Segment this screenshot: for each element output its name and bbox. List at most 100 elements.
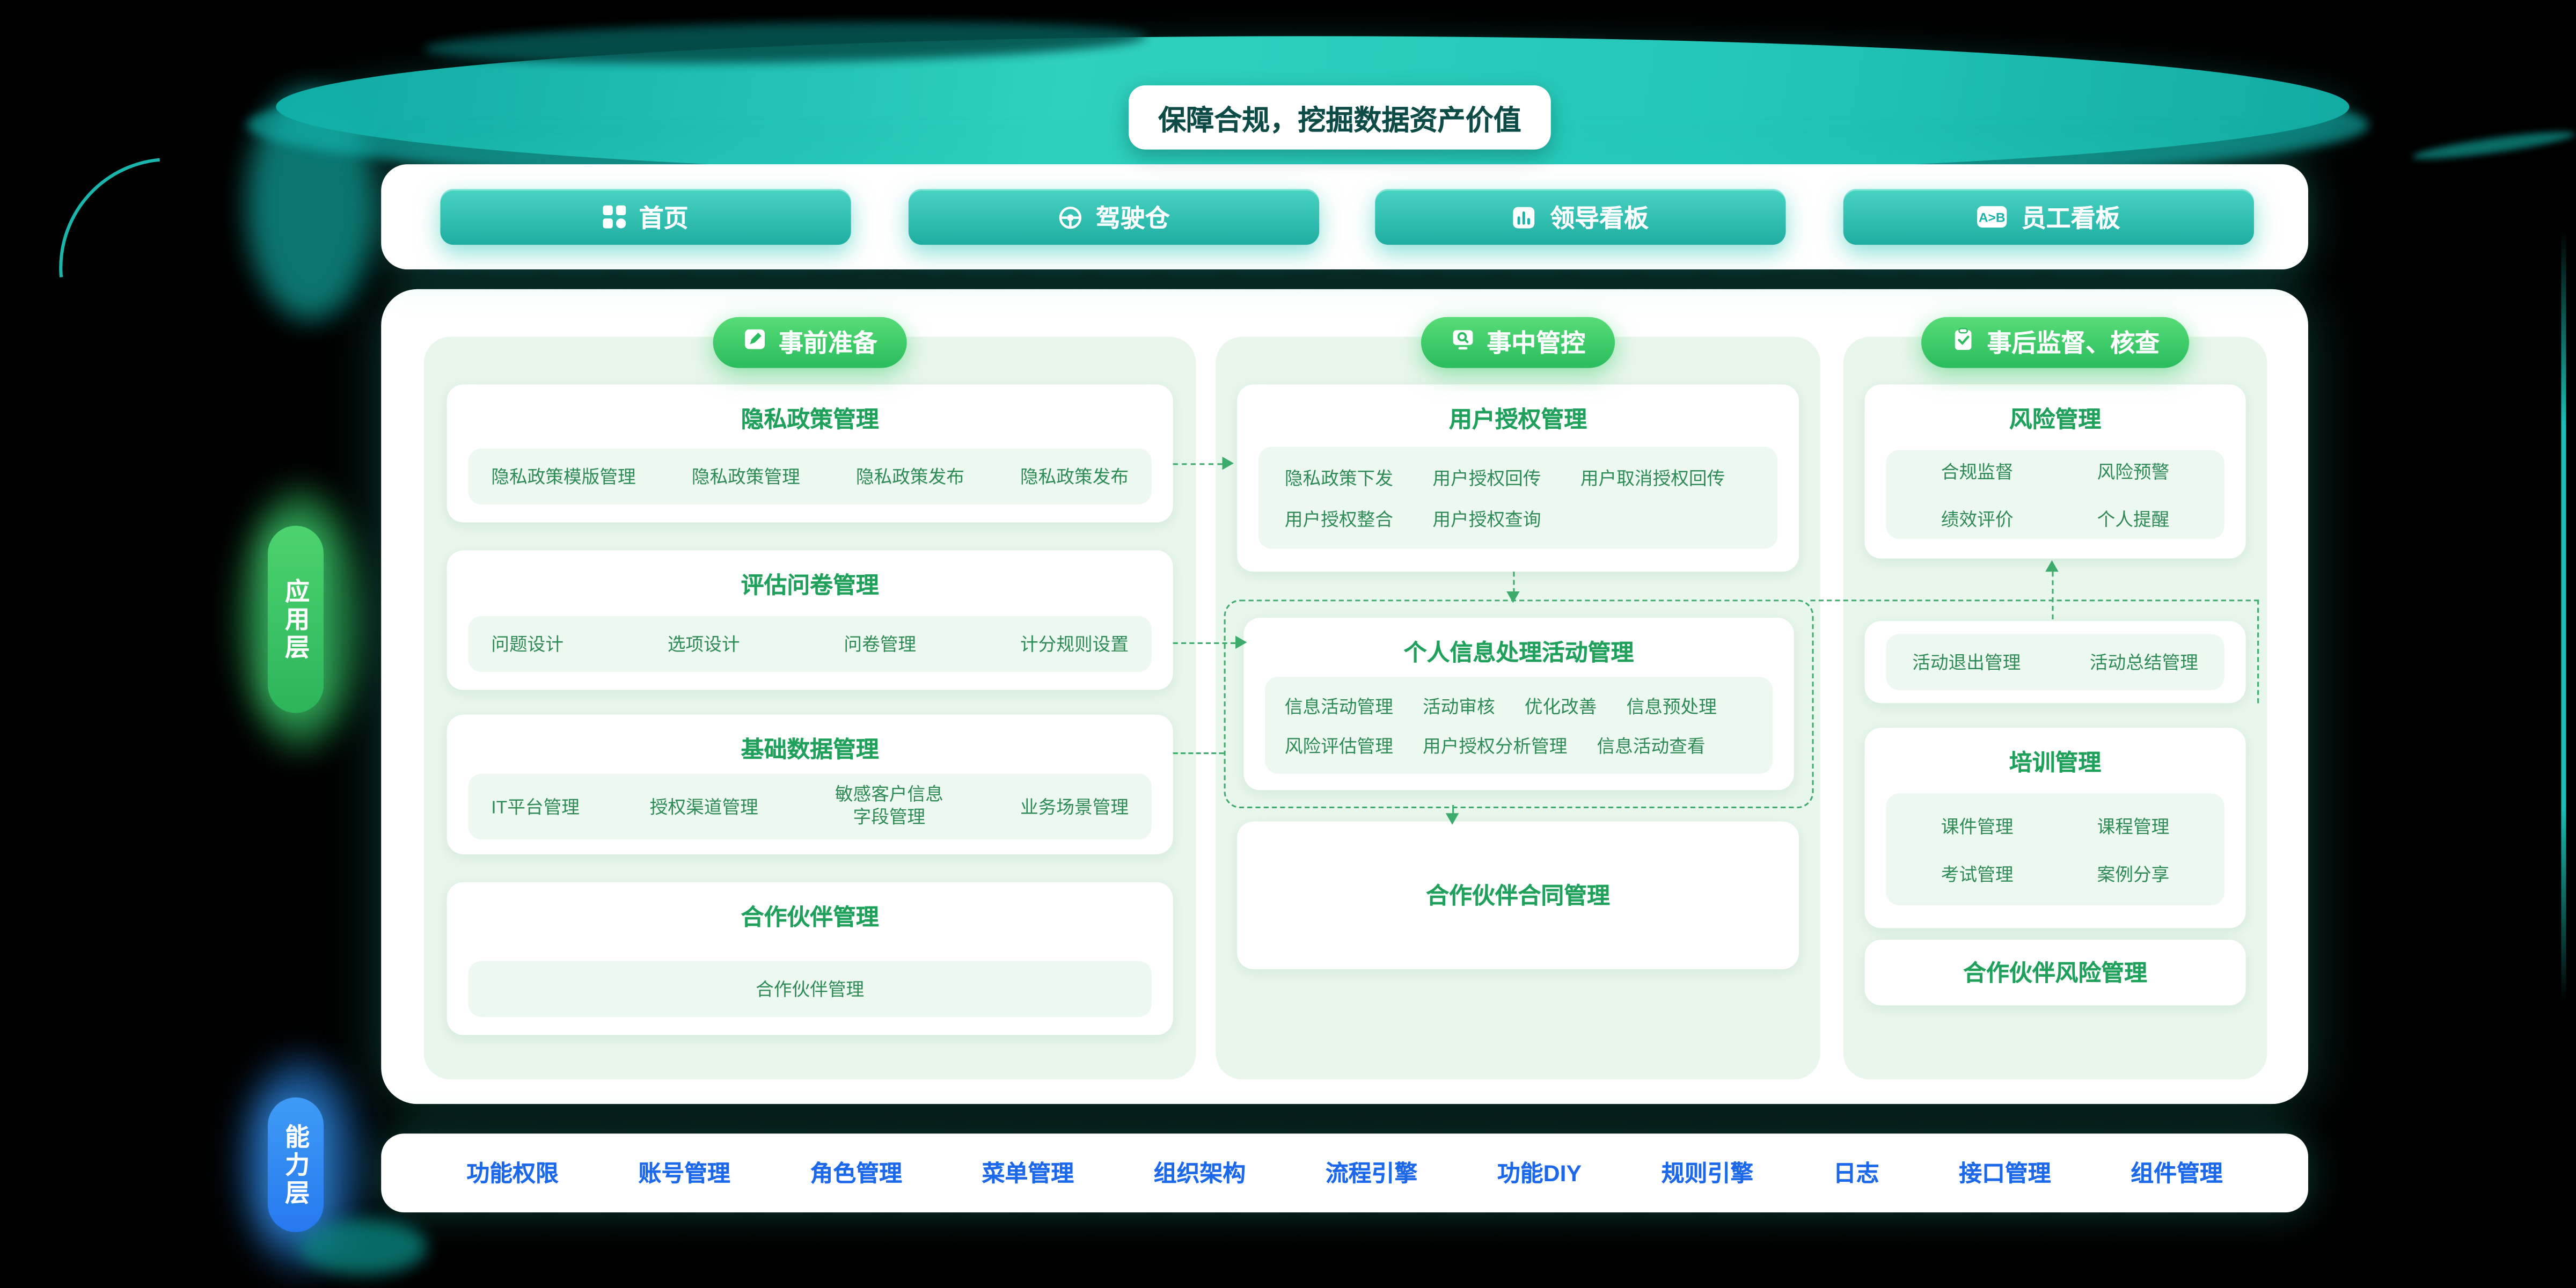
nav-button-cockpit[interactable]: 驾驶仓 [908,189,1320,245]
capability-item-log[interactable]: 日志 [1833,1160,1879,1187]
nav-button-label: 首页 [639,204,689,233]
list-item: 风险预警 [2097,462,2170,482]
ab-compare-icon: A>B [1977,206,2008,229]
connector-questionnaire-to-activity [1173,642,1236,644]
card-assessment-questionnaire-mgmt: 评估问卷管理 问题设计 选项设计 问卷管理 计分规则设置 [447,550,1173,690]
capability-item-process-engine[interactable]: 流程引擎 [1325,1160,1418,1187]
card-risk-mgmt: 风险管理 合规监督 风险预警 绩效评价 个人提醒 [1864,384,2246,559]
card-training-mgmt: 培训管理 课件管理 课程管理 考试管理 案例分享 [1864,728,2246,928]
list-item: 风险评估管理 [1284,736,1393,757]
list-item: 合作伙伴管理 [756,980,865,1001]
card-title: 合作伙伴管理 [741,903,879,930]
list-item: 隐私政策管理 [691,468,800,488]
monitor-search-icon [1451,327,1475,358]
list-item: 活动退出管理 [1912,654,2021,674]
nav-button-label: 员工看板 [2021,204,2120,233]
list-item: 个人提醒 [2097,510,2170,530]
card-basic-data-mgmt: 基础数据管理 IT平台管理 授权渠道管理 敏感客户信息字段管理 业务场景管理 [447,714,1173,854]
card-items: 合作伙伴管理 [468,961,1152,1017]
card-title: 培训管理 [2009,749,2102,775]
card-title: 风险管理 [2009,406,2102,433]
nav-button-home[interactable]: 首页 [440,189,851,245]
card-items: 课件管理 课程管理 考试管理 案例分享 [1886,793,2224,905]
list-item: 信息活动查看 [1597,736,1706,757]
card-activity-exit-summary: 活动退出管理 活动总结管理 [1864,621,2246,704]
list-item: 用户授权回传 [1432,469,1541,489]
card-title: 基础数据管理 [741,736,879,763]
list-item: 隐私政策发布 [1020,468,1129,488]
clipboard-check-icon [1951,327,1975,358]
right-edge-line-decoration [2561,230,2566,1002]
list-item: 课程管理 [2097,817,2170,837]
column-pre-preparation: 事前准备 隐私政策管理 隐私政策模版管理 隐私政策管理 隐私政策发布 隐私政策发… [423,317,1196,1080]
list-item: 隐私政策模版管理 [491,468,636,488]
list-item: 信息活动管理 [1284,697,1393,718]
list-item: 隐私政策下发 [1284,469,1393,489]
list-item: 用户授权分析管理 [1422,736,1568,757]
card-title: 评估问卷管理 [741,572,879,598]
capability-item-function-permission[interactable]: 功能权限 [466,1160,559,1187]
connector-policy-to-authorization [1173,463,1223,465]
capability-item-function-diy[interactable]: 功能DIY [1497,1160,1582,1187]
column-header-label: 事中管控 [1487,330,1586,358]
right-arc-decoration [2424,50,2576,361]
list-item: 考试管理 [1941,865,2014,885]
nav-button-label: 驾驶仓 [1095,204,1170,233]
capability-item-menu-mgmt[interactable]: 菜单管理 [982,1160,1074,1187]
bottom-left-smudge [299,1219,427,1275]
list-item: 计分规则设置 [1020,635,1129,656]
list-item: 问题设计 [491,635,564,656]
card-title: 隐私政策管理 [741,406,879,433]
grid-icon [603,205,626,229]
card-user-authorization-mgmt: 用户授权管理 隐私政策下发 用户授权回传 用户取消授权回传 用户授权整合 用户授… [1237,384,1799,572]
card-title: 合作伙伴合同管理 [1426,882,1610,909]
card-partner-contract-mgmt: 合作伙伴合同管理 [1237,821,1799,970]
nav-button-leader-dashboard[interactable]: 领导看板 [1375,189,1786,245]
capability-layer-bar: 功能权限 账号管理 角色管理 菜单管理 组织架构 流程引擎 功能DIY 规则引擎… [381,1133,2308,1213]
card-items: IT平台管理 授权渠道管理 敏感客户信息字段管理 业务场景管理 [468,773,1152,840]
connector-activity-to-contract [1452,804,1454,815]
list-item: 选项设计 [667,635,740,656]
list-item: 用户授权整合 [1284,510,1393,530]
column-post-supervision: 事后监督、核查 风险管理 合规监督 风险预警 绩效评价 个人提醒 活动退出管理 … [1843,317,2267,1080]
column-header-in-process: 事中管控 [1421,317,1615,368]
card-items: 合规监督 风险预警 绩效评价 个人提醒 [1886,450,2224,539]
list-item: 优化改善 [1524,697,1597,718]
connector-arrowhead-right [1222,456,1234,469]
card-items: 隐私政策模版管理 隐私政策管理 隐私政策发布 隐私政策发布 [468,448,1152,504]
list-item: 业务场景管理 [1020,798,1129,818]
column-header-pre-preparation: 事前准备 [713,317,907,368]
list-item: 信息预处理 [1626,697,1717,718]
capability-item-role-mgmt[interactable]: 角色管理 [810,1160,902,1187]
document-edit-icon [743,327,767,358]
column-header-label: 事前准备 [778,330,877,358]
application-layer-label: 应用层 [267,525,324,713]
capability-item-interface-mgmt[interactable]: 接口管理 [1959,1160,2051,1187]
connector-arrowhead-down [1506,591,1520,603]
column-header-label: 事后监督、核查 [1987,330,2160,358]
banner-title: 保障合规，挖掘数据资产价值 [1129,85,1551,150]
list-item: 活动审核 [1422,697,1495,718]
nav-button-staff-dashboard[interactable]: A>B 员工看板 [1843,189,2254,245]
capability-item-account-mgmt[interactable]: 账号管理 [638,1160,730,1187]
connector-arrowhead-down [1445,813,1459,825]
capability-layer-label: 能力层 [267,1097,324,1232]
teal-glow-blob [246,90,375,320]
capability-item-org-structure[interactable]: 组织架构 [1153,1160,1246,1187]
svg-text:A>B: A>B [1979,210,2006,225]
card-privacy-policy-mgmt: 隐私政策管理 隐私政策模版管理 隐私政策管理 隐私政策发布 隐私政策发布 [447,384,1173,523]
list-item: 问卷管理 [844,635,917,656]
connector-authorization-to-activity [1513,572,1515,594]
card-items: 隐私政策下发 用户授权回传 用户取消授权回传 用户授权整合 用户授权查询 [1258,447,1778,549]
capability-item-component-mgmt[interactable]: 组件管理 [2131,1160,2223,1187]
list-item: 绩效评价 [1941,510,2014,530]
card-items: 问题设计 选项设计 问卷管理 计分规则设置 [468,616,1152,672]
card-title: 用户授权管理 [1448,406,1587,433]
list-item: 授权渠道管理 [649,798,758,818]
card-title: 合作伙伴风险管理 [1963,959,2147,986]
list-item: 隐私政策发布 [855,468,964,488]
bar-chart-icon [1512,204,1537,229]
capability-item-rule-engine[interactable]: 规则引擎 [1661,1160,1754,1187]
application-layer-panel: 事前准备 隐私政策管理 隐私政策模版管理 隐私政策管理 隐私政策发布 隐私政策发… [381,289,2308,1104]
